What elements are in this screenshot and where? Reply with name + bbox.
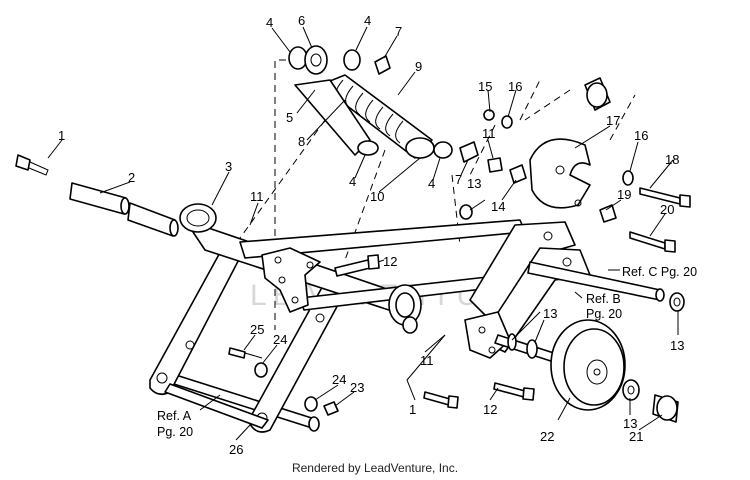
callout-labels: 1 2 3 4 6 4 7 9 5 8 4 10 4 7 11 11 15 16…: [58, 13, 684, 457]
ref-a-line1: Ref. A: [157, 409, 192, 423]
callout-11: 11: [482, 126, 496, 141]
cross-brace: [164, 383, 269, 429]
callout-12: 12: [483, 402, 497, 417]
callout-15: 15: [478, 79, 492, 94]
ref-c: Ref. C Pg. 20: [622, 265, 697, 279]
callout-5: 5: [286, 110, 293, 125]
callout-13: 13: [670, 338, 684, 353]
shock-mount-eye: [294, 79, 379, 156]
callout-24: 24: [273, 332, 287, 347]
washers-24-23: [254, 362, 339, 416]
rear-small-parts: [459, 109, 634, 223]
callout-25: 25: [250, 322, 264, 337]
bolt-front: [15, 154, 49, 176]
callout-16: 16: [508, 79, 522, 94]
callout-13: 13: [467, 176, 481, 191]
callout-6: 6: [298, 13, 305, 28]
callout-8: 8: [298, 134, 305, 149]
top-bushing: [288, 45, 391, 75]
callout-13: 13: [623, 416, 637, 431]
bolt-20: [629, 231, 676, 253]
callout-1: 1: [58, 128, 65, 143]
wheel-spacer: [652, 394, 679, 423]
rear-upper-bracket: [529, 138, 591, 209]
center-bushing: [388, 284, 422, 334]
callout-16: 16: [634, 128, 648, 143]
callout-17: 17: [606, 113, 620, 128]
callout-18: 18: [665, 152, 679, 167]
callout-24: 24: [332, 372, 346, 387]
callout-4: 4: [266, 15, 273, 30]
callout-19: 19: [617, 187, 631, 202]
callout-1: 1: [409, 402, 416, 417]
right-washer: [669, 292, 685, 312]
ref-b-line2: Pg. 20: [586, 307, 622, 321]
ref-b-line1: Ref. B: [586, 292, 621, 306]
callout-3: 3: [225, 159, 232, 174]
callout-4: 4: [428, 176, 435, 191]
rear-lower-bracket: [464, 311, 511, 359]
bolt-18: [639, 187, 691, 208]
wheel-washer: [622, 379, 640, 401]
callout-10: 10: [370, 189, 384, 204]
bolt-1-lower: [423, 391, 459, 409]
idler-wheel: [550, 319, 626, 411]
callout-21: 21: [629, 429, 643, 444]
mounting-bracket: [261, 247, 321, 313]
callout-23: 23: [350, 380, 364, 395]
footer-credit: Rendered by LeadVenture, Inc.: [291, 461, 459, 475]
callout-20: 20: [660, 202, 674, 217]
bolt-12-upper: [334, 254, 380, 277]
reference-labels: Ref. A Pg. 20 Ref. B Pg. 20 Ref. C Pg. 2…: [157, 265, 697, 439]
callout-11: 11: [420, 353, 434, 368]
callout-14: 14: [491, 199, 505, 214]
callout-4: 4: [349, 174, 356, 189]
callout-26: 26: [229, 442, 243, 457]
callout-11: 11: [250, 189, 264, 204]
ref-a-line2: Pg. 20: [157, 425, 193, 439]
callout-7: 7: [395, 24, 402, 39]
callout-9: 9: [415, 59, 422, 74]
callout-22: 22: [540, 429, 554, 444]
callout-13: 13: [543, 306, 557, 321]
callout-12: 12: [383, 254, 397, 269]
shock-lower-hardware: [433, 141, 503, 173]
callout-7: 7: [455, 172, 462, 187]
rear-cross-shaft: [527, 261, 665, 302]
front-arm-left-plate: [149, 237, 248, 396]
rear-top-spacer: [584, 77, 611, 111]
callout-4: 4: [364, 13, 371, 28]
bolt-12-lower: [493, 382, 535, 401]
bolt-25: [228, 347, 263, 359]
leader-lines: [47, 26, 679, 441]
callout-2: 2: [128, 170, 135, 185]
shock-absorber: [319, 74, 435, 159]
pivot-sleeve: [69, 182, 179, 237]
front-arm-right-plate: [249, 281, 347, 433]
